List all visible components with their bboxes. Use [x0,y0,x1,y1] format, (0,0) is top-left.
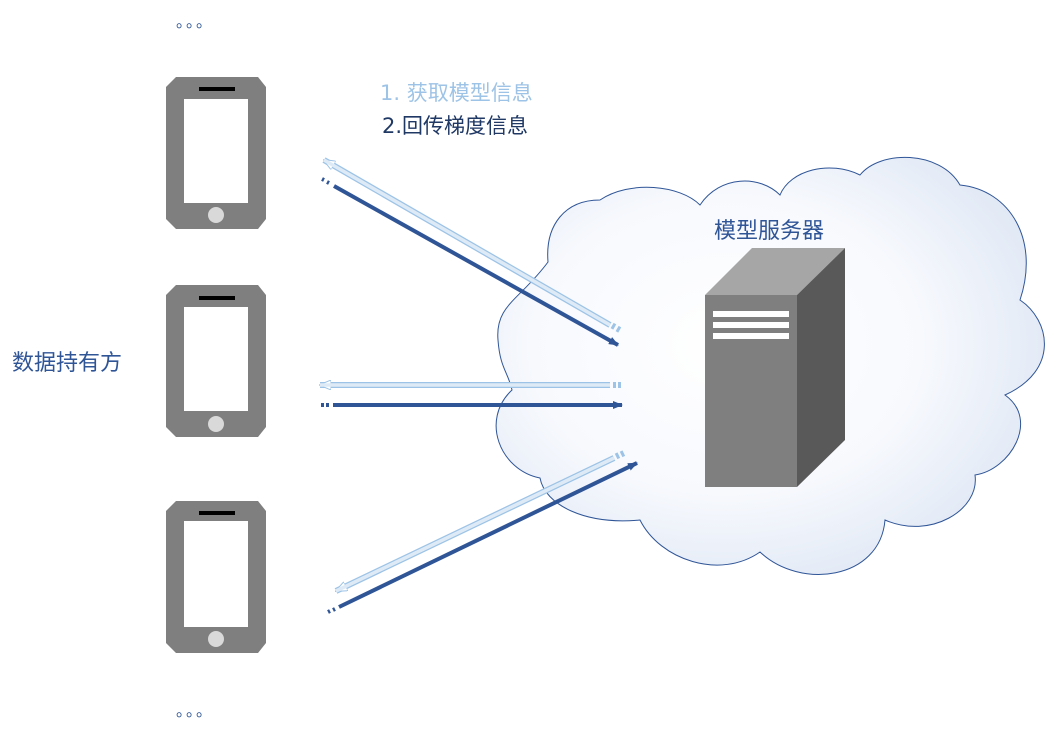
fetch-model-arrow [336,450,626,594]
server-icon [705,248,845,487]
phone-icon [166,285,266,437]
data-holder-label: 数据持有方 [12,351,123,376]
server-label: 模型服务器 [714,219,825,244]
ellipsis-bottom: 。。。 [176,701,215,720]
phone-icon [166,77,266,229]
ellipsis-top: 。。。 [176,12,215,31]
fetch-model-arrow [320,382,621,388]
step-2-label: 2.回传梯度信息 [382,114,529,138]
fetch-model-arrow [324,157,622,333]
step-1-label: 1. 获取模型信息 [380,81,533,105]
return-gradient-arrow [327,461,638,614]
return-gradient-arrow [321,177,619,347]
phone-icon [166,501,266,653]
